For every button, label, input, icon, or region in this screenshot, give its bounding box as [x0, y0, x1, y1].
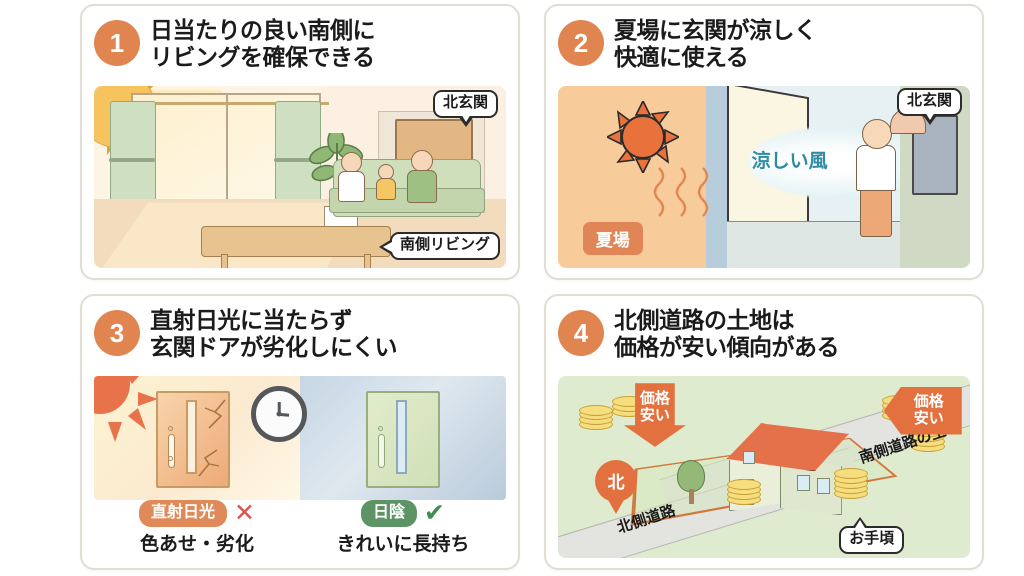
panel-2: 2 夏場に玄関が涼しく 快適に使える [544, 4, 984, 280]
callout-tail [378, 239, 392, 256]
panel-4-header: 4 北側道路の土地は 価格が安い傾向がある [546, 296, 982, 374]
p4-tree-trunk [689, 488, 695, 504]
p4-house-window-2 [816, 478, 830, 495]
p1-person-mother [338, 151, 366, 202]
p3-preserved-door [365, 390, 441, 488]
p4-tree-foliage [677, 459, 706, 492]
coin-stack-icon-6 [834, 468, 869, 500]
callout-north-entrance-text: 北玄関 [906, 92, 952, 109]
legend-item-direct-sun: 直射日光 ✕ 色あせ・劣化 [94, 500, 300, 562]
p3-door-handle [377, 433, 385, 468]
p2-summer-badge: 夏場 [582, 222, 643, 256]
callout-tail [852, 517, 869, 529]
map-pin-icon: 北 [595, 459, 638, 502]
panel-2-number-badge: 2 [558, 20, 604, 66]
legend-caption-fade: 色あせ・劣化 [139, 533, 254, 555]
p1-coffee-table [201, 226, 391, 268]
legend-item-shade: 日陰 ✔ きれいに長持ち [300, 500, 506, 562]
callout-tail [922, 111, 939, 125]
crack-icon-2 [198, 449, 220, 477]
p2-cool-breeze-text: 涼しい風 [751, 151, 828, 173]
p4-house-window-3 [742, 451, 755, 465]
panel-3-illustration [94, 376, 506, 500]
clock-icon [251, 385, 308, 442]
sun-icon [607, 100, 680, 173]
p2-person [850, 118, 904, 237]
p1-person-father [407, 149, 438, 203]
panel-2-header: 2 夏場に玄関が涼しく 快適に使える [546, 6, 982, 84]
callout-north-entrance: 北玄関 [896, 88, 962, 125]
panel-1-illustration: 北玄関 南側リビング [94, 86, 506, 268]
callout-north-entrance-text: 北玄関 [442, 94, 488, 111]
panel-3-header: 3 直射日光に当たらず 玄関ドアが劣化しにくい [82, 296, 518, 374]
p1-person-child [376, 164, 397, 201]
heat-wave-icon [653, 167, 708, 217]
coin-stack-icon [578, 405, 613, 431]
callout-north-entrance: 北玄関 [432, 90, 498, 127]
callout-south-living: 南側リビング [378, 232, 500, 260]
legend-pill-direct-sun: 直射日光 [139, 500, 228, 527]
p1-curtain-rail [122, 102, 329, 106]
p2-wall-edge [706, 86, 727, 268]
callout-tail [458, 113, 475, 127]
coin-stack-icon-5 [726, 478, 761, 506]
crack-icon [204, 399, 226, 430]
panel-1-title: 日当たりの良い南側に リビングを確保できる [150, 17, 376, 71]
legend-caption-durable: きれいに長持ち [336, 533, 470, 555]
legend-top-row: 日陰 ✔ [361, 500, 445, 527]
panel-1-header: 1 日当たりの良い南側に リビングを確保できる [82, 6, 518, 84]
p3-shaded-scene [300, 376, 506, 500]
panel-2-illustration: 夏場 涼しい風 北玄関 [558, 86, 970, 268]
panel-3-legend: 直射日光 ✕ 色あせ・劣化 日陰 ✔ きれいに長持ち [94, 500, 506, 562]
panel-3-number-badge: 3 [94, 310, 140, 356]
sun-icon [94, 376, 158, 442]
p2-person-head [862, 118, 893, 149]
p3-door-glass [395, 400, 408, 475]
panel-1-number-badge: 1 [94, 20, 140, 66]
p4-house-window [796, 475, 810, 492]
p4-price-cheap-arrow-right: 価格 安い [883, 386, 962, 435]
p3-door-lock-2 [167, 455, 173, 461]
panel-4-number-badge: 4 [558, 310, 604, 356]
p3-door-lock [167, 426, 173, 432]
p2-person-legs [860, 188, 893, 237]
legend-pill-shade: 日陰 [361, 500, 418, 527]
panel-4: 4 北側道路の土地は 価格が安い傾向がある [544, 294, 984, 570]
p3-degraded-door [155, 390, 230, 488]
p4-north-pin-label: 北 [607, 473, 625, 493]
p3-door-lock [377, 426, 383, 432]
panel-4-title: 北側道路の土地は 価格が安い傾向がある [614, 307, 840, 361]
panel-3-title: 直射日光に当たらず 玄関ドアが劣化しにくい [150, 307, 398, 361]
panel-3: 3 直射日光に当たらず 玄関ドアが劣化しにくい [80, 294, 520, 570]
p2-sun-disc [621, 114, 666, 159]
legend-top-row: 直射日光 ✕ [139, 500, 255, 527]
p3-door-handle [167, 433, 175, 468]
p1-window-mullion [225, 95, 228, 226]
panel-1: 1 日当たりの良い南側に リビングを確保できる [80, 4, 520, 280]
tree-icon [677, 459, 706, 504]
p2-person-body [856, 144, 897, 191]
check-icon: ✔ [424, 498, 445, 527]
panel-4-illustration: 価格 安い 価格 安い 北 北側道路 南側道路の土地 お手頃 [558, 376, 970, 558]
callout-south-living-text: 南側リビング [399, 236, 490, 254]
callout-affordable: お手頃 [839, 517, 905, 554]
cross-icon: ✕ [234, 498, 255, 527]
p3-door-glass [185, 400, 198, 475]
panel-2-title: 夏場に玄関が涼しく 快適に使える [614, 17, 817, 71]
callout-affordable-text: お手頃 [849, 530, 895, 548]
